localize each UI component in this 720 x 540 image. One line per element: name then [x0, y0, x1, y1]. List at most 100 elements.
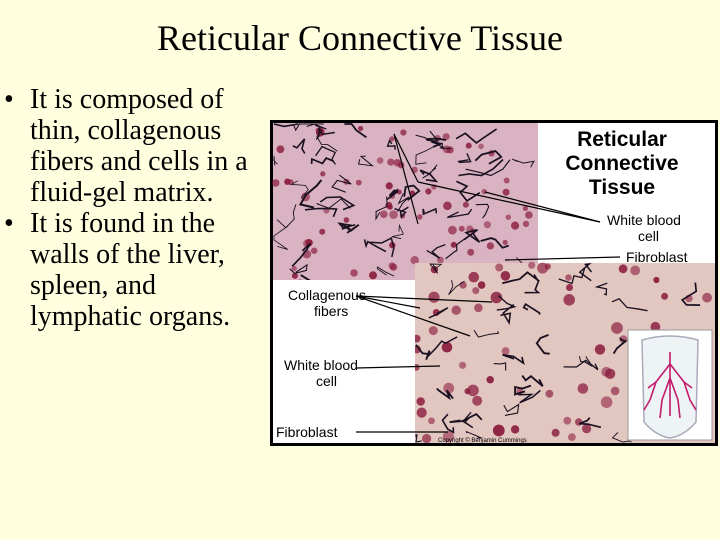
reticular-fiber — [422, 207, 438, 216]
reticular-fiber — [445, 236, 468, 260]
reticular-fiber — [292, 123, 324, 132]
cell-nucleus — [305, 239, 313, 247]
cell-nucleus — [387, 158, 395, 166]
cell-nucleus — [525, 211, 533, 219]
reticular-fiber — [441, 413, 455, 434]
cell-nucleus — [551, 428, 560, 437]
bullet-symbol: • — [4, 208, 14, 239]
bullet-list: • It is composed of thin, collagenous fi… — [4, 84, 266, 332]
reticular-fiber — [298, 179, 323, 209]
reticular-fiber — [426, 243, 446, 259]
bullet-text: It is found in the walls of the liver, s… — [30, 208, 231, 332]
cell-nucleus — [272, 179, 280, 187]
reticular-fiber — [273, 123, 299, 128]
reticular-fiber — [426, 336, 458, 359]
cell-nucleus — [650, 321, 661, 332]
cell-nucleus — [566, 284, 573, 291]
label-white-blood-cell-lower-2: cell — [316, 373, 337, 389]
reticular-fiber — [386, 139, 396, 150]
reticular-fiber — [578, 262, 593, 282]
reticular-fiber — [376, 266, 395, 277]
reticular-fiber — [415, 344, 431, 360]
reticular-fiber — [680, 282, 701, 306]
bullet-text: It is composed of thin, collagenous fibe… — [30, 84, 248, 208]
cell-nucleus — [483, 221, 491, 229]
reticular-fiber — [429, 263, 443, 274]
figure-title-line-1: Reticular — [577, 128, 667, 151]
reticular-fiber — [465, 430, 483, 439]
cell-nucleus — [443, 201, 452, 211]
reticular-fiber — [455, 128, 498, 144]
cell-nucleus — [630, 265, 641, 276]
cell-nucleus — [661, 292, 669, 300]
cell-nucleus — [522, 205, 528, 211]
label-panel — [273, 280, 415, 443]
cell-nucleus — [472, 395, 483, 406]
label-fibroblast-lower: Fibroblast — [276, 424, 338, 440]
cell-nucleus — [291, 265, 297, 272]
reticular-fiber — [558, 267, 586, 285]
cell-nucleus — [492, 424, 505, 437]
cell-nucleus — [545, 389, 554, 398]
cell-nucleus — [448, 225, 457, 235]
lower-cells — [412, 261, 712, 444]
reticular-fiber — [612, 337, 628, 355]
cell-nucleus — [441, 341, 453, 353]
reticular-fiber — [426, 137, 447, 148]
cell-nucleus — [385, 182, 393, 190]
cell-nucleus — [369, 271, 377, 280]
reticular-fiber — [394, 206, 409, 219]
reticular-fiber — [363, 239, 387, 253]
cell-nucleus — [385, 201, 393, 209]
cell-nucleus — [410, 256, 419, 265]
cell-nucleus — [276, 145, 285, 154]
reticular-fiber — [291, 242, 311, 267]
cell-nucleus — [502, 239, 508, 245]
reticular-fiber — [462, 411, 474, 429]
cell-nucleus — [702, 292, 712, 303]
cell-nucleus — [443, 382, 455, 394]
label-collagenous-fibers-1: Collagenous — [288, 287, 366, 303]
reticular-fiber — [563, 359, 599, 371]
cell-nucleus — [478, 143, 484, 150]
cell-nucleus — [428, 291, 440, 303]
cell-nucleus — [477, 281, 486, 289]
reticular-fiber — [304, 207, 338, 218]
reticular-fiber — [463, 228, 481, 243]
cell-nucleus — [611, 322, 623, 334]
cell-nucleus — [428, 326, 438, 336]
reticular-fiber — [594, 282, 608, 296]
reticular-fiber — [415, 146, 434, 165]
cell-nucleus — [505, 214, 511, 220]
figure-title-line-3: Tissue — [589, 176, 655, 199]
cell-nucleus — [462, 201, 469, 208]
reticular-fiber — [431, 141, 444, 150]
cell-nucleus — [472, 287, 480, 295]
reticular-fiber — [415, 130, 440, 142]
reticular-fiber — [500, 304, 515, 326]
cell-nucleus — [343, 217, 350, 223]
reticular-fiber — [428, 307, 449, 319]
reticular-fiber — [375, 196, 388, 221]
reticular-fiber — [522, 303, 541, 315]
micrograph-svg: Reticular Connective Tissue White blood … — [272, 123, 715, 444]
cell-nucleus — [568, 433, 576, 441]
reticular-fiber — [475, 203, 490, 219]
cell-nucleus — [610, 386, 620, 396]
cell-nucleus — [467, 384, 479, 397]
reticular-fiber — [391, 223, 404, 240]
reticular-fiber — [448, 280, 465, 296]
cell-nucleus — [467, 248, 475, 256]
cell-nucleus — [389, 136, 395, 142]
reticular-fiber — [344, 123, 367, 139]
reticular-fiber — [370, 237, 395, 258]
cell-nucleus — [311, 247, 318, 254]
reticular-fiber — [579, 356, 593, 367]
cell-nucleus — [417, 214, 423, 220]
reticular-fiber — [331, 174, 352, 193]
cell-nucleus — [544, 263, 551, 270]
cell-nucleus — [528, 261, 536, 269]
label-white-blood-cell-upper-2: cell — [638, 228, 659, 244]
reticular-fiber — [273, 155, 278, 166]
cell-nucleus — [450, 241, 457, 248]
